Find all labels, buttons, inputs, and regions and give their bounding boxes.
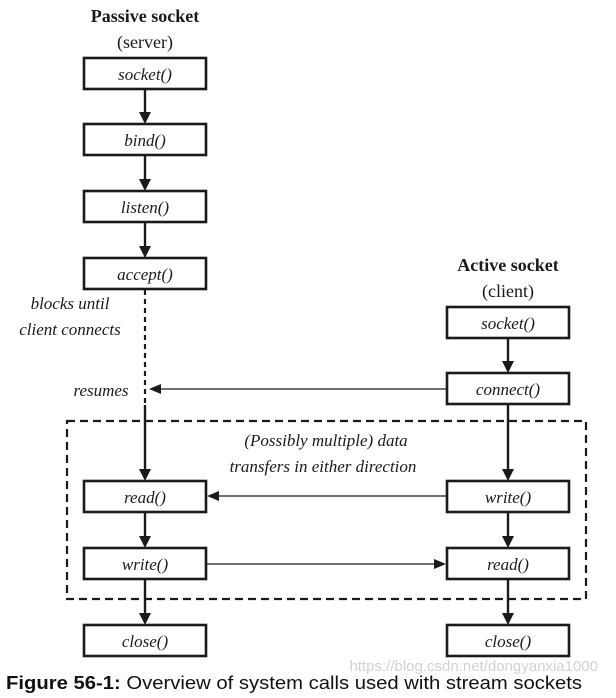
caption-text: Overview of system calls used with strea… xyxy=(121,673,582,693)
blocks-note-line1: blocks until xyxy=(31,294,110,313)
client-subtitle: (client) xyxy=(482,281,534,302)
arrowhead xyxy=(139,246,151,258)
client-title: Active socket xyxy=(457,255,558,275)
client-read-label: read() xyxy=(487,555,529,574)
resumes-note: resumes xyxy=(73,381,128,400)
server-read-label: read() xyxy=(124,488,166,507)
client-write-box: write() xyxy=(445,479,571,514)
server-socket-label: socket() xyxy=(118,65,172,84)
client-connect-box: connect() xyxy=(445,371,571,406)
server-close-label: close() xyxy=(122,632,169,651)
client-socket-label: socket() xyxy=(481,314,535,333)
server-close-box: close() xyxy=(82,623,208,658)
server-write-label: write() xyxy=(122,555,169,574)
client-write-label: write() xyxy=(485,488,532,507)
server-bind-label: bind() xyxy=(124,131,166,150)
client-close-label: close() xyxy=(485,632,532,651)
server-bind-box: bind() xyxy=(82,122,208,157)
server-socket-box: socket() xyxy=(82,56,208,91)
transfer-note-line1: (Possibly multiple) data xyxy=(244,431,407,450)
arrowhead xyxy=(139,112,151,124)
client-socket-box: socket() xyxy=(445,305,571,340)
server-write-box: write() xyxy=(82,546,208,581)
server-accept-label: accept() xyxy=(117,265,173,284)
watermark: https://blog.csdn.net/dongyanxia1000 xyxy=(349,658,598,675)
data-transfer-group xyxy=(65,419,588,601)
server-listen-box: listen() xyxy=(82,189,208,224)
server-read-box: read() xyxy=(82,479,208,514)
arrowhead xyxy=(139,179,151,191)
blocks-note-line2: client connects xyxy=(19,320,121,339)
client-close-box: close() xyxy=(445,623,571,658)
arrowhead xyxy=(207,491,219,501)
arrowhead xyxy=(502,613,514,625)
server-accept-box: accept() xyxy=(82,256,208,291)
caption-label: Figure 56-1: xyxy=(6,673,121,693)
arrowhead xyxy=(139,613,151,625)
arrowhead xyxy=(502,361,514,373)
arrowhead xyxy=(434,559,446,569)
arrowhead xyxy=(139,469,151,481)
arrowhead xyxy=(502,536,514,548)
arrowhead xyxy=(149,384,161,394)
arrowhead xyxy=(139,536,151,548)
server-listen-label: listen() xyxy=(121,198,169,217)
server-subtitle: (server) xyxy=(117,32,173,53)
client-read-box: read() xyxy=(445,546,571,581)
transfer-note-line2: transfers in either direction xyxy=(230,457,417,476)
arrowhead xyxy=(502,469,514,481)
client-connect-label: connect() xyxy=(476,380,541,399)
figure-caption: Figure 56-1: Overview of system calls us… xyxy=(6,673,582,693)
server-title: Passive socket xyxy=(91,6,199,26)
